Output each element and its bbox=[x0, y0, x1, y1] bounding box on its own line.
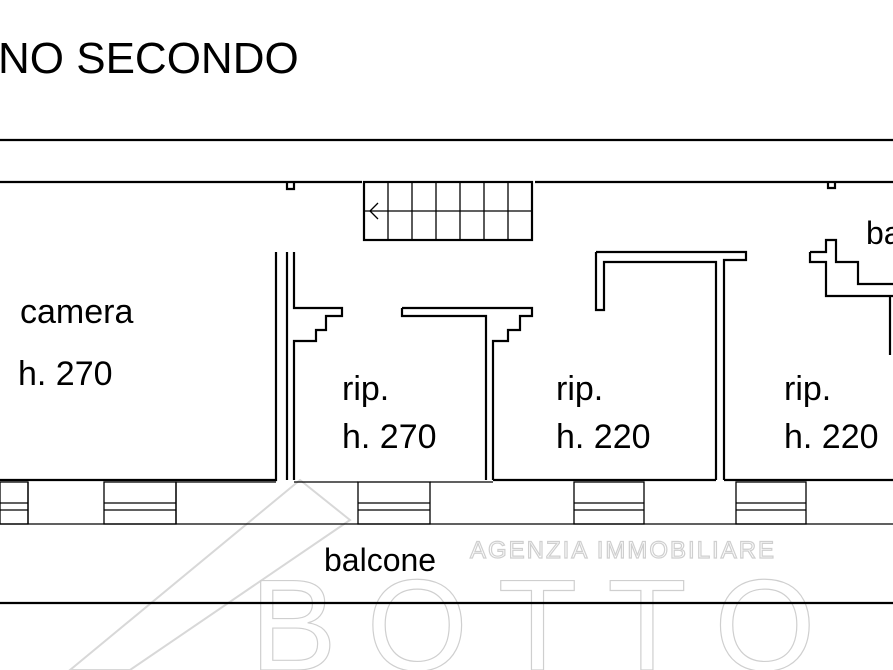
watermark-agency: AGENZIA IMMOBILIARE bbox=[470, 537, 776, 564]
room-height-rip-3: h. 220 bbox=[784, 418, 879, 456]
room-name-rip-3: rip. bbox=[784, 370, 831, 408]
staircase bbox=[362, 180, 534, 242]
interior-walls bbox=[0, 238, 893, 482]
floor-title: NO SECONDO bbox=[0, 34, 299, 83]
facade-windows bbox=[0, 481, 893, 525]
room-height-camera: h. 270 bbox=[18, 355, 113, 393]
outer-walls bbox=[0, 138, 893, 191]
room-name-camera: camera bbox=[20, 293, 133, 331]
agency-watermark: AGENZIA IMMOBILIARE BOTTO bbox=[68, 478, 845, 670]
balcony-label: balcone bbox=[324, 542, 436, 578]
room-height-rip-2: h. 220 bbox=[556, 418, 651, 456]
watermark-brand: BOTTO bbox=[250, 552, 845, 670]
room-height-rip-1: h. 270 bbox=[342, 418, 437, 456]
balcony-label-partial: ba bbox=[866, 215, 893, 251]
room-name-rip-2: rip. bbox=[556, 370, 603, 408]
room-name-rip-1: rip. bbox=[342, 370, 389, 408]
stair-arrow-icon bbox=[369, 202, 379, 220]
